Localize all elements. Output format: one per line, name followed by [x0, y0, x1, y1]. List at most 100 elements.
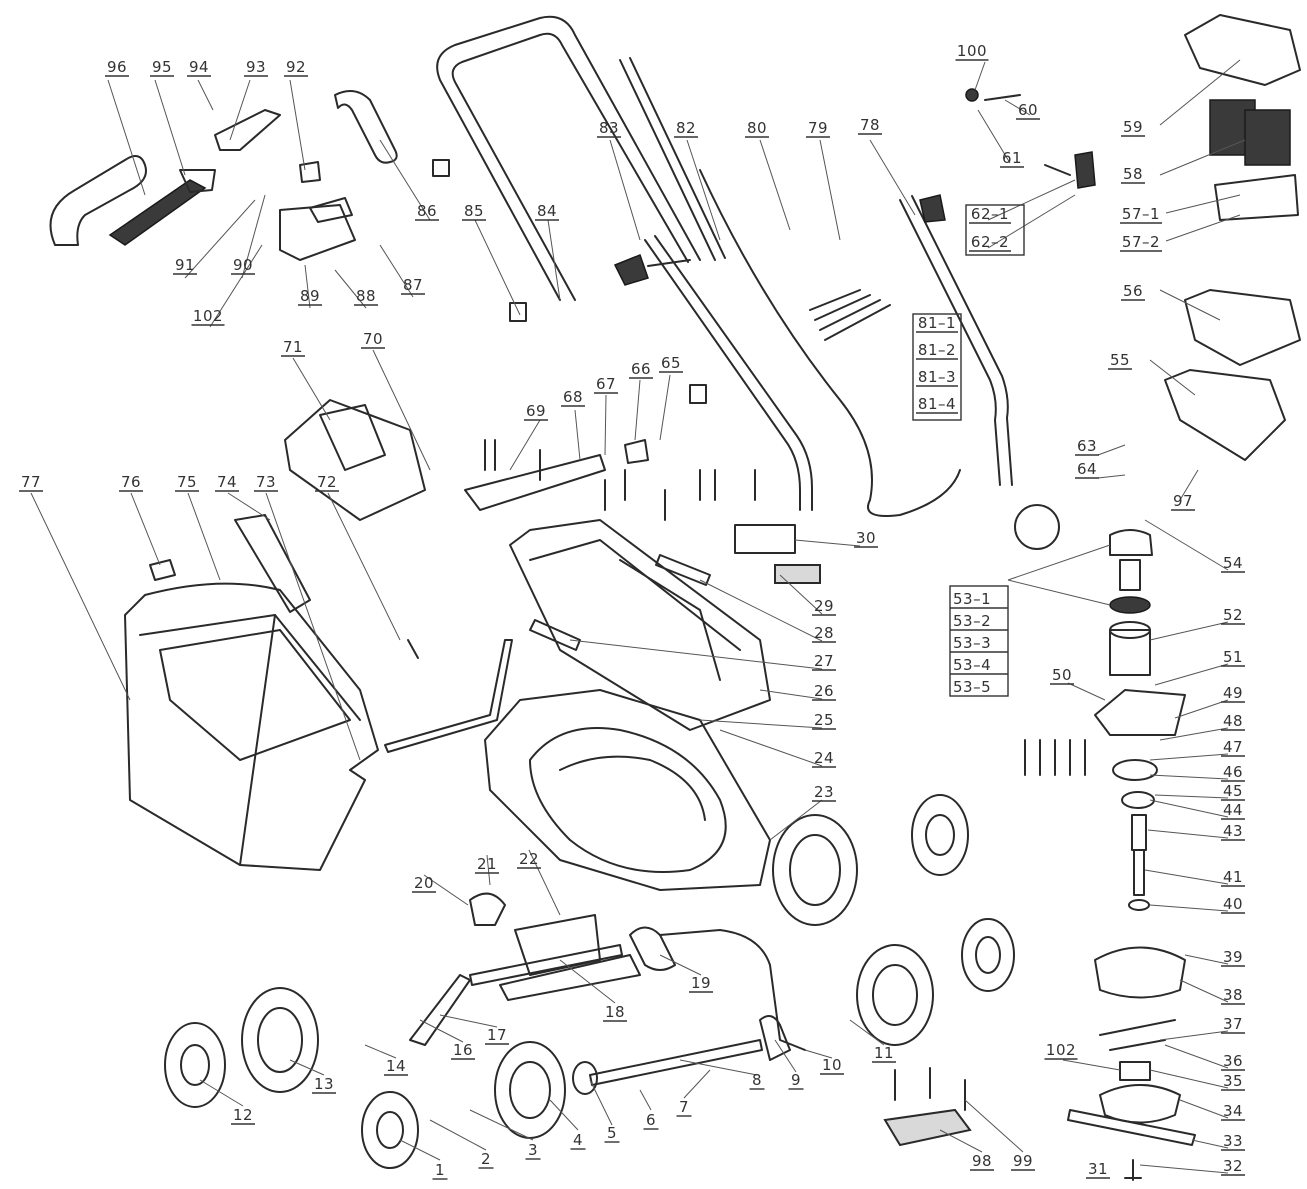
label-38: 38 [1223, 986, 1243, 1004]
motor-stack [1067, 529, 1196, 1181]
label-62-1: 62–1 [971, 205, 1009, 223]
label-86: 86 [417, 202, 437, 220]
label-40: 40 [1223, 895, 1243, 913]
label-71: 71 [283, 338, 303, 356]
label-88: 88 [356, 287, 376, 305]
battery-cover [1184, 14, 1301, 86]
label-29: 29 [814, 597, 834, 615]
label-53-5: 53–5 [953, 678, 991, 696]
label-28: 28 [814, 624, 834, 642]
small-clips [432, 159, 707, 404]
label-49: 49 [1223, 684, 1243, 702]
grip-foam-right [334, 90, 398, 164]
label-27: 27 [814, 652, 834, 670]
label-60: 60 [1018, 101, 1038, 119]
label-81-4: 81–4 [918, 395, 956, 413]
battery-packs [1209, 99, 1291, 166]
label-85: 85 [464, 202, 484, 220]
label-30: 30 [856, 529, 876, 547]
label-63: 63 [1077, 437, 1097, 455]
label-74: 74 [217, 473, 237, 491]
label-2: 2 [481, 1150, 491, 1168]
label-94: 94 [189, 58, 209, 76]
switch-lever [108, 169, 216, 246]
label-10: 10 [822, 1056, 842, 1074]
label-77: 77 [21, 473, 41, 491]
grass-box-indicator [149, 559, 176, 581]
label-57-2: 57–2 [1122, 233, 1160, 251]
label-87: 87 [403, 276, 423, 294]
label-91: 91 [175, 256, 195, 274]
label-56: 56 [1123, 282, 1143, 300]
label-44: 44 [1223, 801, 1243, 819]
grip-foam-left [49, 155, 147, 246]
label-group-53: 53–1 53–2 53–3 53–4 53–5 [949, 585, 1009, 697]
label-12: 12 [233, 1106, 253, 1124]
label-14: 14 [386, 1057, 406, 1075]
label-80: 80 [747, 119, 767, 137]
label-8: 8 [752, 1071, 762, 1089]
switch-pcb [883, 1067, 972, 1147]
label-23: 23 [814, 783, 834, 801]
label-16: 16 [453, 1041, 473, 1059]
label-95: 95 [152, 58, 172, 76]
label-6: 6 [646, 1111, 656, 1129]
label-3: 3 [528, 1141, 538, 1159]
height-adjust-lever-upper [464, 439, 649, 511]
label-57-1: 57–1 [1122, 205, 1160, 223]
label-69: 69 [526, 402, 546, 420]
label-33: 33 [1223, 1132, 1243, 1150]
label-43: 43 [1223, 822, 1243, 840]
label-4: 4 [573, 1131, 583, 1149]
label-102a: 102 [193, 307, 223, 325]
label-76: 76 [121, 473, 141, 491]
label-61: 61 [1002, 149, 1022, 167]
label-64: 64 [1077, 460, 1097, 478]
label-96: 96 [107, 58, 127, 76]
label-51: 51 [1223, 648, 1243, 666]
label-13: 13 [314, 1075, 334, 1093]
label-90: 90 [233, 256, 253, 274]
label-11: 11 [874, 1044, 894, 1062]
label-group-81-box [912, 313, 962, 421]
label-17: 17 [487, 1026, 507, 1044]
cable-harness [699, 169, 961, 517]
label-46: 46 [1223, 763, 1243, 781]
label-21: 21 [477, 855, 497, 873]
label-89: 89 [300, 287, 320, 305]
label-83: 83 [599, 119, 619, 137]
label-41: 41 [1223, 868, 1243, 886]
label-45: 45 [1223, 782, 1243, 800]
label-59: 59 [1123, 118, 1143, 136]
label-68: 68 [563, 388, 583, 406]
label-7: 7 [679, 1098, 689, 1116]
label-81-1: 81–1 [918, 314, 956, 332]
motor-cover [284, 399, 426, 521]
label-97: 97 [1173, 492, 1193, 510]
label-31: 31 [1088, 1160, 1108, 1178]
lower-screws [1024, 739, 1086, 776]
label-55: 55 [1110, 351, 1130, 369]
label-100: 100 [957, 42, 987, 60]
label-81-3: 81–3 [918, 368, 956, 386]
label-group-62-box [965, 204, 1025, 256]
wheel-front-right [772, 794, 969, 926]
label-53-1: 53–1 [953, 590, 991, 608]
label-54: 54 [1223, 554, 1243, 572]
label-34: 34 [1223, 1102, 1243, 1120]
label-35: 35 [1223, 1072, 1243, 1090]
label-53-2: 53–2 [953, 612, 991, 630]
label-93: 93 [246, 58, 266, 76]
label-22: 22 [519, 850, 539, 868]
label-79: 79 [808, 119, 828, 137]
battery-box-lower [1164, 369, 1286, 461]
label-18: 18 [605, 1003, 625, 1021]
motor-connector [1014, 504, 1060, 550]
label-92: 92 [286, 58, 306, 76]
label-47: 47 [1223, 738, 1243, 756]
label-84: 84 [537, 202, 557, 220]
lower-handle-left [644, 235, 813, 511]
label-82: 82 [676, 119, 696, 137]
